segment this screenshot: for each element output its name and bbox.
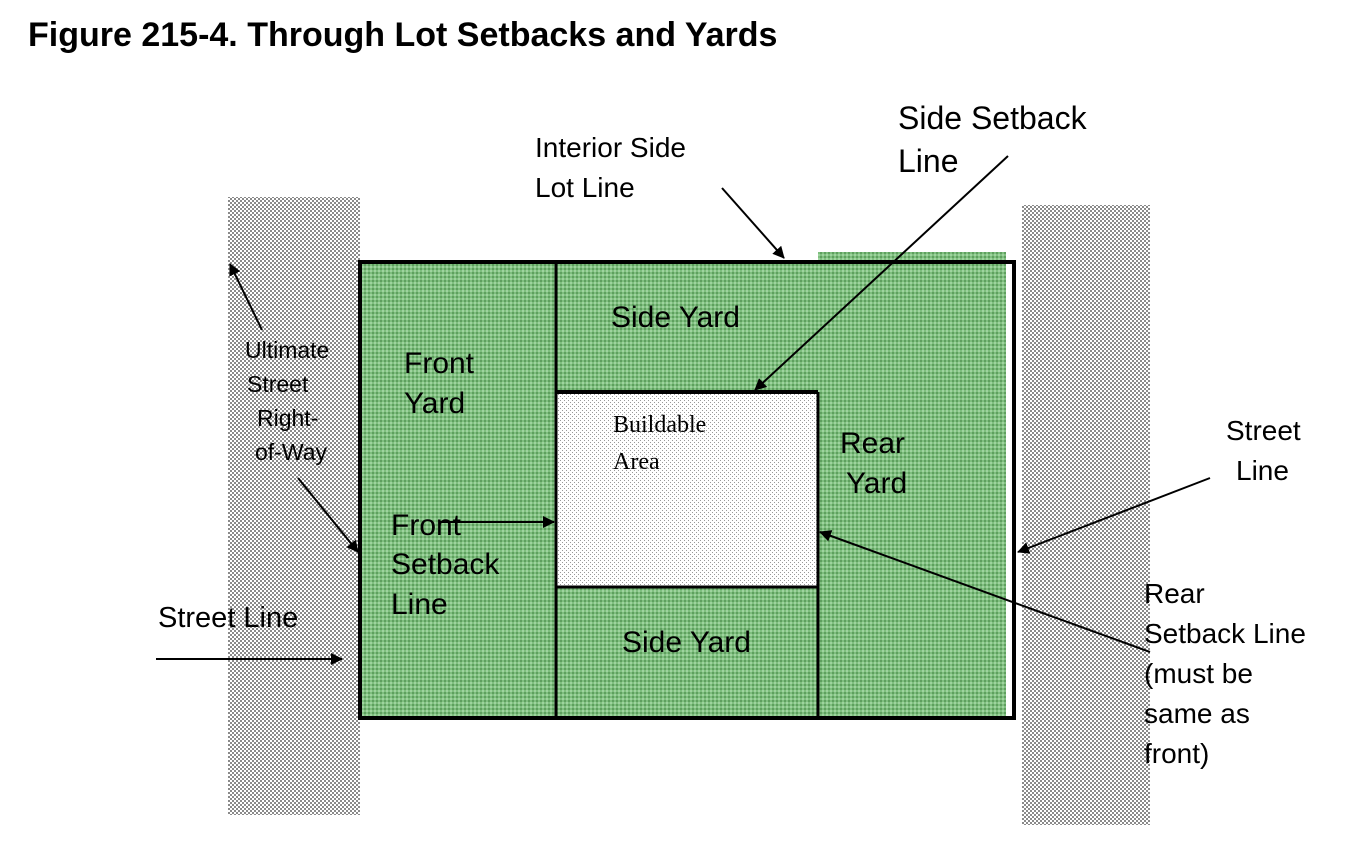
rear-yard-zone bbox=[818, 252, 1006, 718]
front-yard-zone bbox=[360, 262, 556, 718]
side-yard-bottom-zone bbox=[556, 587, 818, 718]
rear-setback-line-label: Rear Setback Line (must be same as front… bbox=[1144, 578, 1314, 769]
street-line-right-label: Street Line bbox=[1226, 415, 1308, 486]
arrow-street-line-right bbox=[1017, 477, 1211, 554]
arrow-side-setback-line bbox=[754, 155, 1009, 391]
arrow-ultimate-row-down bbox=[297, 477, 359, 553]
arrow-interior-side-lot-line bbox=[721, 187, 785, 259]
buildable-area-label: Buildable Area bbox=[613, 412, 712, 475]
street-line-left-label: Street Line bbox=[158, 602, 298, 634]
arrow-rear-setback-line bbox=[819, 530, 1151, 653]
side-yard-top-zone bbox=[556, 262, 818, 392]
buildable-area-zone bbox=[556, 392, 818, 587]
right-of-way-strip-left bbox=[228, 197, 360, 815]
rear-yard-label: Rear Yard bbox=[840, 427, 913, 500]
side-yard-top-label: Side Yard bbox=[611, 301, 740, 334]
side-yard-bottom-label: Side Yard bbox=[622, 626, 751, 659]
interior-side-lot-line-label: Interior Side Lot Line bbox=[535, 132, 694, 203]
ultimate-street-row-label: Ultimate Street Right- of-Way bbox=[245, 337, 336, 465]
front-setback-line-label: Front Setback Line bbox=[391, 509, 508, 621]
side-setback-line-label: Side Setback Line bbox=[898, 100, 1095, 179]
lot-boundary bbox=[358, 260, 1016, 720]
figure-title: Figure 215-4. Through Lot Setbacks and Y… bbox=[28, 16, 778, 54]
right-of-way-strip-right bbox=[1022, 205, 1150, 825]
front-yard-label: Front Yard bbox=[404, 347, 482, 420]
arrow-ultimate-row-up bbox=[229, 263, 263, 331]
